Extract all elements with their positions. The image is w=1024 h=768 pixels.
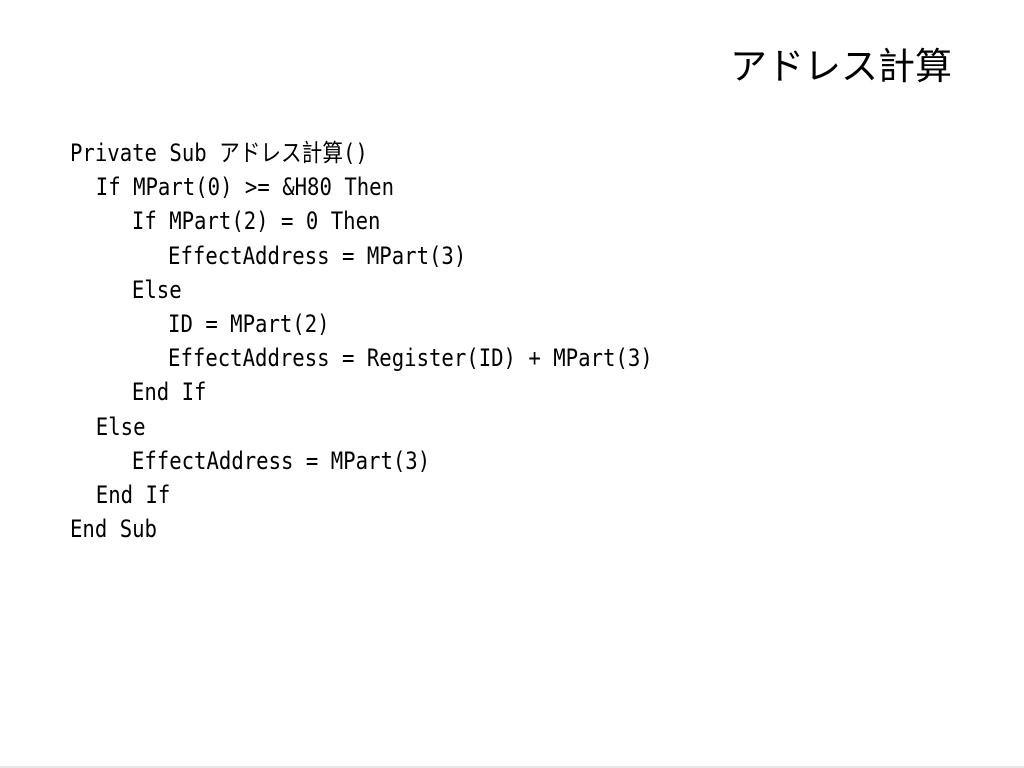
code-line-end-if-inner: End If [131,378,207,407]
code-line-else-inner: Else [131,275,182,304]
code-line-else-outer: Else [95,412,146,441]
code-line-assign-id: ID = MPart(2) [168,309,330,338]
code-line-if-inner: If MPart(2) = 0 Then [131,207,381,236]
code-line-assign-register: EffectAddress = Register(ID) + MPart(3) [168,344,653,373]
code-block: Private Sub アドレス計算() If MPart(0) >= &H80… [70,136,748,546]
code-line-sub-declaration: Private Sub アドレス計算() [70,139,368,167]
bottom-divider [0,766,1024,768]
code-line-assign-direct: EffectAddress = MPart(3) [168,241,467,270]
code-line-end-sub: End Sub [70,515,157,544]
code-line-if-outer: If MPart(0) >= &H80 Then [95,173,395,202]
code-line-end-if-outer: End If [95,480,171,509]
slide-title: アドレス計算 [730,45,952,88]
code-line-assign-else: EffectAddress = MPart(3) [131,446,431,475]
